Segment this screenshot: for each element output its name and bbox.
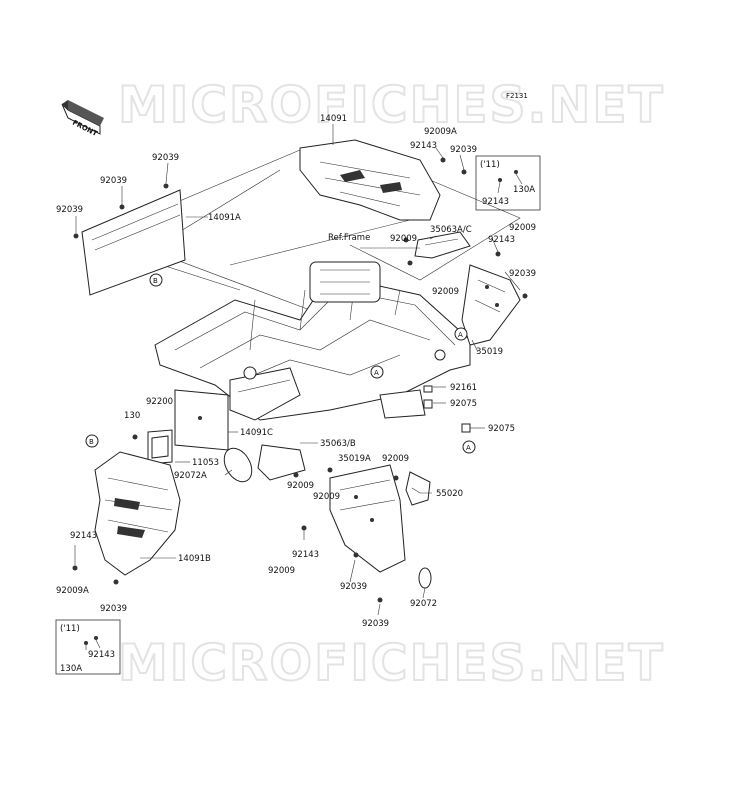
- label-14091B: 14091B: [178, 554, 211, 564]
- label-35019A: 35019A: [338, 454, 371, 464]
- ref-b-top: B: [149, 273, 163, 287]
- label-92143-top: 92143: [410, 141, 437, 151]
- label-55020: 55020: [436, 489, 463, 499]
- washer-92075-a: [423, 399, 433, 409]
- label-92143-b: 92143: [292, 550, 319, 560]
- svg-text:B: B: [89, 438, 94, 446]
- label-14091C: 14091C: [240, 428, 273, 438]
- svg-text:A: A: [458, 331, 463, 339]
- clamp-92072: [418, 567, 432, 589]
- leader-lines: [74, 124, 521, 616]
- label-92009-mid2: 92009: [432, 287, 459, 297]
- bracket-55020: [405, 471, 431, 506]
- svg-text:A: A: [374, 369, 379, 377]
- label-92009-d: 92009: [287, 481, 314, 491]
- label-92009-b: 92009: [268, 566, 295, 576]
- front-fender-14091B: [94, 451, 181, 576]
- label-11053: 11053: [192, 458, 219, 468]
- figure-code: F2131: [506, 92, 528, 100]
- inset-top-part2: 92143: [482, 197, 509, 207]
- inset-top: ('11) 130A 92143: [475, 155, 541, 211]
- label-35019: 35019: [476, 347, 503, 357]
- panel-14091C: [174, 389, 229, 451]
- side-cover-35019: [461, 264, 521, 346]
- label-92039-top: 92039: [450, 145, 477, 155]
- ref-b-left: B: [85, 434, 99, 448]
- label-92161: 92161: [450, 383, 477, 393]
- label-92072A: 92072A: [174, 471, 207, 481]
- seal-11053: [147, 429, 173, 465]
- watermark-top: MICROFICHES.NET: [118, 76, 665, 134]
- rear-fender-14091: [299, 139, 441, 221]
- inset-top-year: ('11): [480, 160, 500, 170]
- washer-92075-b: [461, 423, 471, 433]
- svg-text:B: B: [153, 277, 158, 285]
- label-92009A-l: 92009A: [56, 586, 89, 596]
- label-92039-l: 92039: [100, 604, 127, 614]
- washer-92161: [423, 385, 433, 393]
- bracket-35063AC: [414, 231, 471, 259]
- label-92009-c: 92009: [382, 454, 409, 464]
- label-92075-b: 92075: [488, 424, 515, 434]
- inset-bottom-year: ('11): [60, 624, 80, 634]
- label-92009-e: 92009: [313, 492, 340, 502]
- front-arrow-icon: FRONT: [61, 100, 104, 138]
- mud-guard-35019A: [329, 464, 406, 573]
- flap-14091A: [81, 189, 186, 296]
- bracket-35063B: [257, 444, 306, 481]
- label-130: 130: [124, 411, 140, 421]
- ref-frame-label: Ref.Frame: [328, 233, 370, 243]
- ref-a-low: A: [462, 440, 476, 454]
- bolts: [72, 157, 528, 603]
- label-92039-b3: 92039: [362, 619, 389, 629]
- label-35063B: 35063/B: [320, 439, 356, 449]
- label-92143-l: 92143: [70, 531, 97, 541]
- label-92009A-top: 92009A: [424, 127, 457, 137]
- label-35063AC: 35063A/C: [430, 225, 472, 235]
- label-92039-c: 92039: [56, 205, 83, 215]
- ref-a-right: A: [454, 327, 468, 341]
- label-92009-r: 92009: [509, 223, 536, 233]
- label-92075-a: 92075: [450, 399, 477, 409]
- label-92143-r: 92143: [488, 235, 515, 245]
- main-frame: [99, 149, 521, 421]
- label-92039-b: 92039: [100, 176, 127, 186]
- label-14091: 14091: [320, 114, 347, 124]
- inset-top-part1: 130A: [513, 185, 535, 195]
- label-14091A: 14091A: [208, 213, 241, 223]
- label-92039-a: 92039: [152, 153, 179, 163]
- label-92072: 92072: [410, 599, 437, 609]
- inset-bottom: ('11) 92143 130A: [55, 619, 121, 675]
- label-92200: 92200: [146, 397, 173, 407]
- inset-bottom-part2: 130A: [60, 664, 82, 674]
- watermark-bottom: MICROFICHES.NET: [118, 634, 665, 692]
- band-92072A: [223, 447, 253, 483]
- label-92039-b2: 92039: [340, 582, 367, 592]
- label-92039-r: 92039: [509, 269, 536, 279]
- ref-a-mid: A: [370, 365, 384, 379]
- label-92009-mid: 92009: [390, 234, 417, 244]
- svg-text:A: A: [466, 444, 471, 452]
- inset-bottom-part1: 92143: [88, 650, 115, 660]
